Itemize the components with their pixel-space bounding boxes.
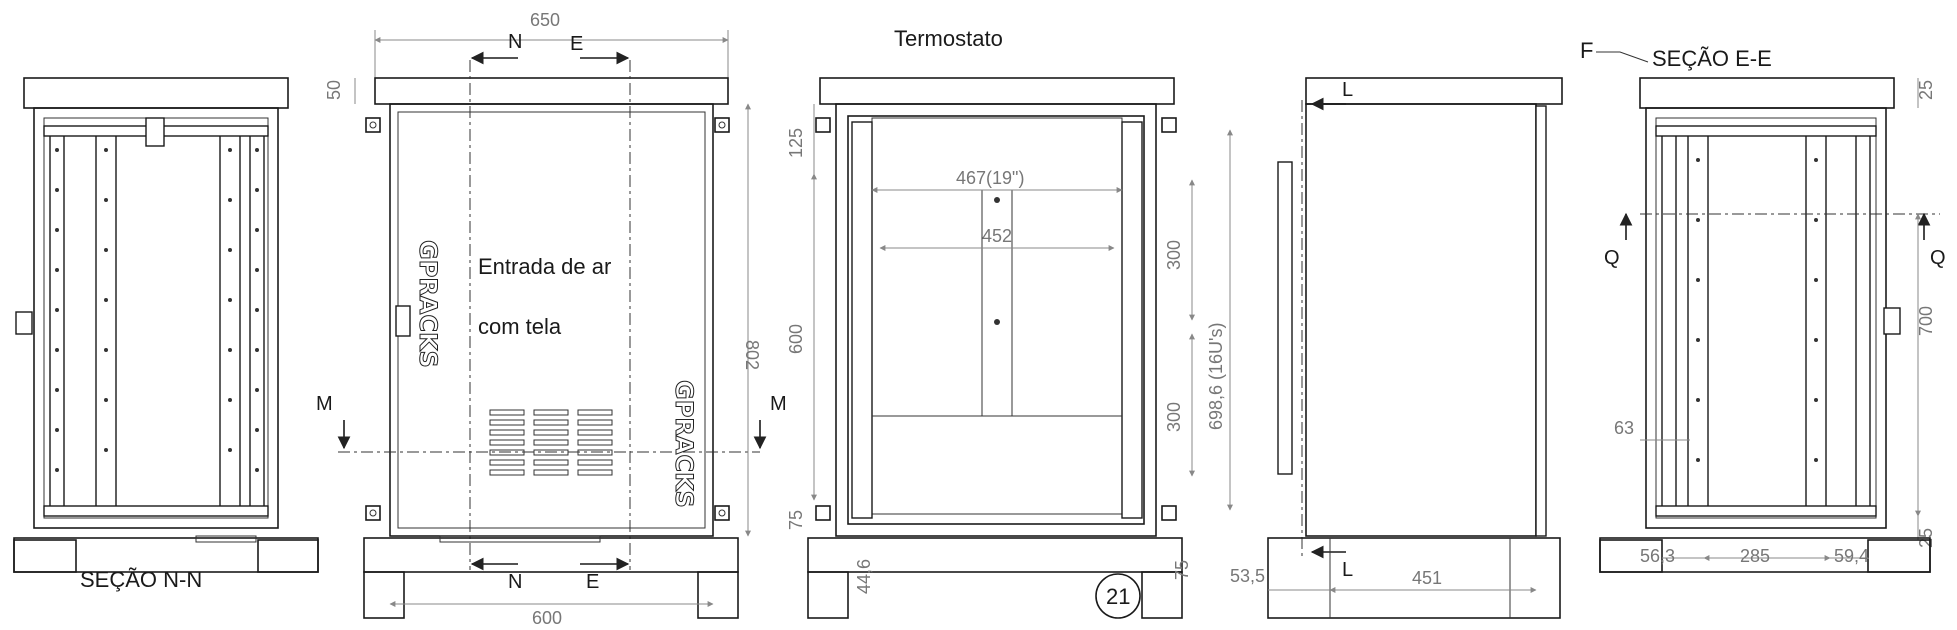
title-termostato: Termostato (894, 26, 1003, 51)
cut-e-bottom: E (586, 571, 599, 593)
cut-q-left: Q (1604, 247, 1620, 269)
side-view: L L 53,5 451 (1230, 77, 1563, 619)
dim-53: 53,5 (1230, 566, 1265, 586)
open-front-view: Termostato 467(19") 452 125 600 75 300 3… (786, 26, 1233, 619)
dim-600-left: 600 (786, 324, 806, 354)
rail-holes (55, 148, 259, 472)
dim-300-upper: 300 (1164, 240, 1184, 270)
dim-285: 285 (1740, 546, 1770, 566)
label-f: F (1580, 38, 1593, 63)
air-inlet-line2: com tela (478, 314, 562, 339)
dim-467: 467(19") (956, 168, 1024, 188)
dim-75-right: 75 (1172, 560, 1192, 580)
cut-m-left: M (316, 393, 333, 415)
dim-802: 802 (742, 340, 762, 370)
brand-logo-text-2: GPRACKS (670, 380, 698, 508)
front-view: 650 50 N E N E M M GPRACKS GPRACK (316, 10, 787, 628)
cut-m-right: M (770, 393, 787, 415)
dim-650: 650 (530, 10, 560, 30)
sheet-number-circle (1095, 573, 1141, 619)
dim-125: 125 (786, 128, 806, 158)
section-nn-view: SEÇÃO N-N (13, 77, 319, 592)
dim-44: 44,6 (854, 559, 874, 594)
dim-451: 451 (1412, 568, 1442, 588)
brand-logo-text: GPRACKS (414, 240, 442, 368)
rail-holes-ee (1696, 158, 1818, 462)
dim-452: 452 (982, 226, 1012, 246)
dim-698: 698,6 (16U's) (1206, 323, 1226, 431)
cut-l-top: L (1342, 79, 1353, 101)
dim-700: 700 (1916, 306, 1936, 336)
vent-louvers (489, 409, 613, 476)
dim-300-lower: 300 (1164, 402, 1184, 432)
dim-59: 59,4 (1834, 546, 1869, 566)
dim-600-bottom: 600 (532, 608, 562, 628)
section-ee-label: SEÇÃO E-E (1652, 46, 1772, 71)
cut-q-right: Q (1930, 247, 1946, 269)
section-ee-view: F SEÇÃO E-E Q Q 25 700 25 63 (1580, 38, 1946, 573)
sheet-number: 21 (1106, 584, 1130, 609)
dim-50: 50 (324, 80, 344, 100)
dim-56: 56,3 (1640, 546, 1675, 566)
dim-75-left: 75 (786, 510, 806, 530)
dim-63: 63 (1614, 418, 1634, 438)
cut-n-top: N (508, 31, 522, 53)
dim-25-top: 25 (1916, 80, 1936, 100)
cut-e-top: E (570, 33, 583, 55)
cut-l-bottom: L (1342, 559, 1353, 581)
air-inlet-line1: Entrada de ar (478, 254, 611, 279)
cut-n-bottom: N (508, 571, 522, 593)
section-nn-label: SEÇÃO N-N (80, 567, 202, 592)
